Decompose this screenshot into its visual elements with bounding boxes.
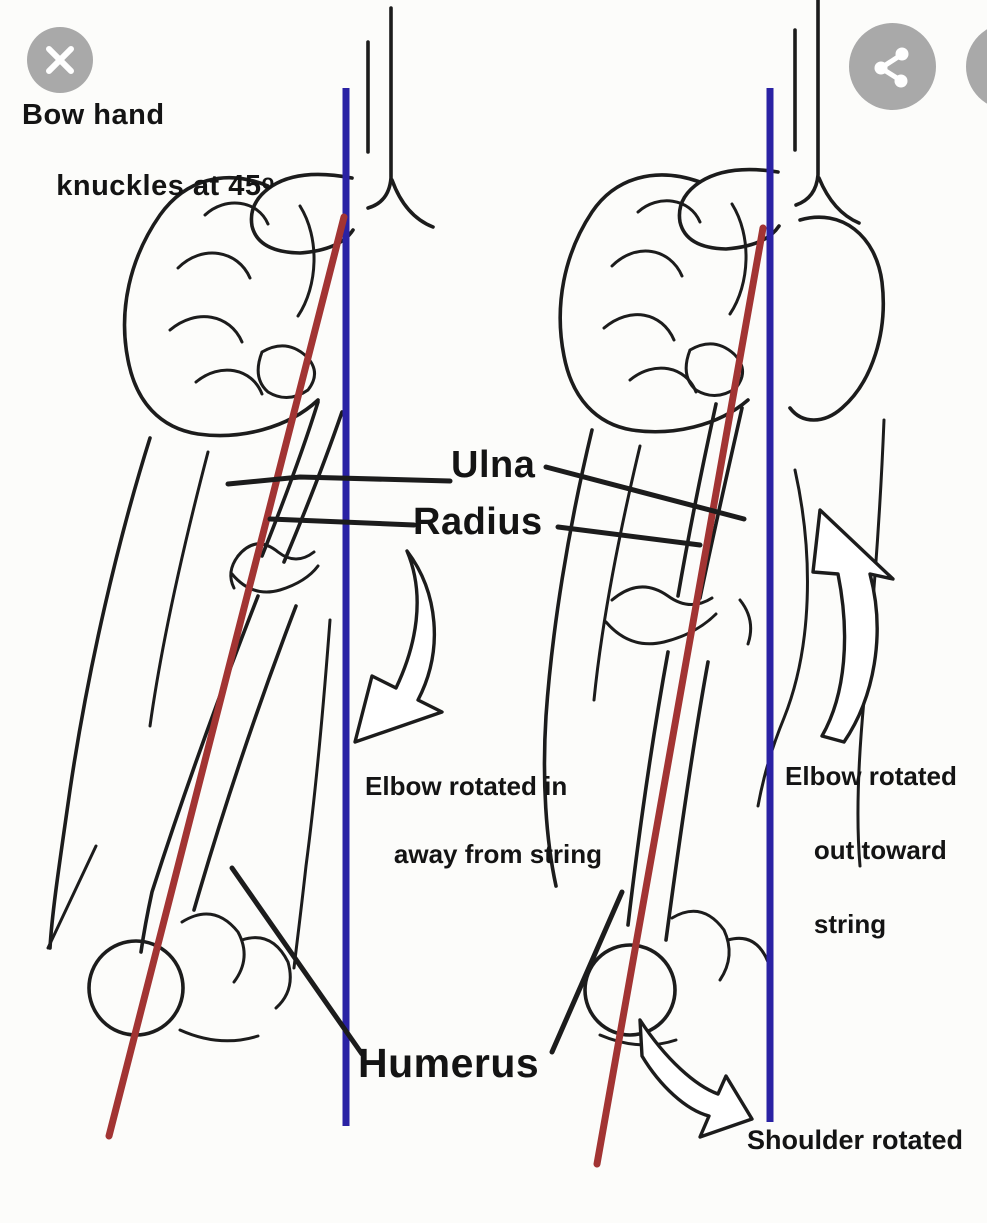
right-rotation-arrow — [811, 508, 895, 744]
left-radius-bone — [282, 410, 344, 564]
label-leader-lines — [225, 464, 747, 1057]
right-radius-bone — [676, 402, 718, 598]
close-icon — [46, 46, 74, 74]
edge-action-button[interactable] — [966, 23, 987, 110]
left-thumb-wrap — [249, 172, 355, 255]
ulna-leader-left — [225, 474, 453, 487]
shoulder-caption: Shoulder rotated — [747, 1125, 964, 1155]
close-button[interactable] — [27, 27, 93, 93]
left-rotation-arrow — [353, 549, 444, 744]
bow-hand-note-line1: Bow hand — [22, 99, 165, 131]
left-arm-drawing — [46, 6, 444, 1140]
bow-riser-left-outer — [366, 6, 393, 210]
bow-riser-left-hook — [390, 178, 435, 229]
bone-axis-right — [593, 224, 767, 1168]
bow-riser-right-hook — [817, 176, 861, 225]
ulna-leader-right — [543, 464, 747, 522]
humerus-leader-left — [229, 865, 365, 1057]
degree-symbol: o — [261, 171, 275, 194]
share-icon — [874, 47, 908, 87]
right-humerus-head — [583, 943, 677, 1037]
left-arm-caption: Elbow rotated in away from string — [365, 771, 602, 869]
radius-leader-left — [267, 516, 417, 528]
radius-label: Radius — [413, 501, 543, 543]
right-arm-drawing — [542, 0, 895, 1168]
right-fist-outline — [558, 173, 750, 434]
humerus-leader-right — [549, 889, 625, 1055]
left-fist-outline — [122, 175, 320, 438]
bone-axis-left — [105, 213, 348, 1140]
right-humerus-bone — [626, 650, 670, 927]
left-ulna-bone — [260, 400, 320, 558]
bow-riser-right-outer — [794, 0, 820, 207]
radius-leader-right — [555, 524, 703, 548]
bow-hand-note-line2: knuckles at 45 — [56, 170, 262, 202]
ulna-label: Ulna — [451, 444, 536, 486]
shoulder-rotation-arrow — [638, 1018, 754, 1139]
share-button[interactable] — [849, 23, 936, 110]
humerus-label: Humerus — [358, 1040, 540, 1086]
right-arm-caption: Elbow rotated out toward string — [785, 761, 957, 939]
bow-hand-note: Bow hand knuckles at 45o — [22, 98, 275, 237]
right-ulna-bone — [698, 406, 744, 600]
